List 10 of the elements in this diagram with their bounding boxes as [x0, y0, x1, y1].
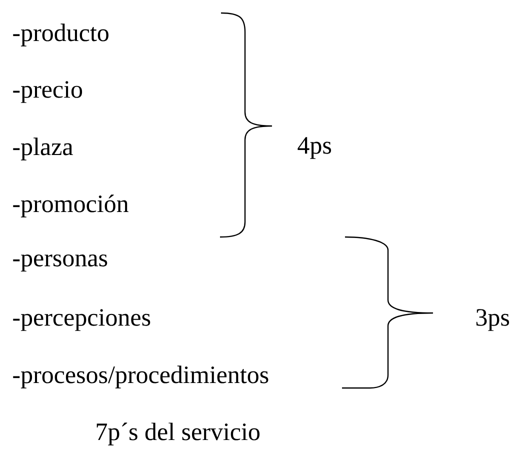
list-label: -percepciones — [13, 309, 150, 331]
list-label: 3ps — [476, 309, 510, 331]
list-label: -personas — [13, 254, 108, 272]
list-label: -precio — [13, 81, 82, 103]
list-label: -promoción — [13, 194, 128, 218]
list-label: 4ps — [298, 137, 332, 159]
list-label: -producto — [13, 24, 108, 46]
list-label: -plaza — [13, 138, 73, 160]
list-label: -procesos/procedimientos — [13, 366, 268, 388]
caption: 7p´s del servicio — [96, 422, 260, 446]
